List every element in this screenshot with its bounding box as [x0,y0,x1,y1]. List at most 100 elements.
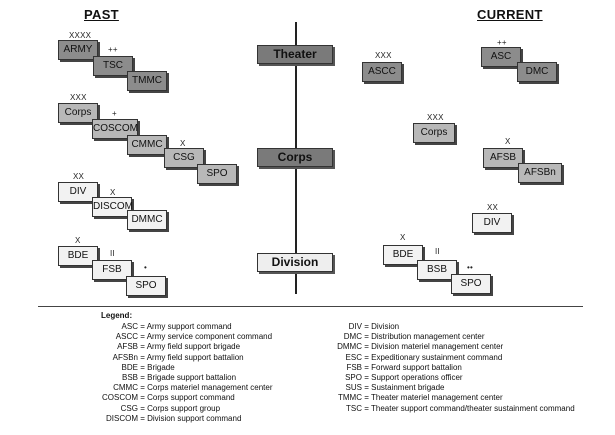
past-spo-echelon-symbol: • [144,263,148,272]
legend-entry: CMMC = Corps materiel management center [50,383,273,393]
legend-definition: Expeditionary sustainment command [371,352,503,362]
asc-echelon-symbol: ++ [497,38,507,47]
legend-abbreviation: DMMC [337,342,362,352]
legend-abbreviation: CMMC [113,383,138,393]
legend-definition: Support operations officer [371,373,463,383]
afsb-echelon-symbol: X [505,137,511,146]
csg-echelon-symbol: X [180,139,186,148]
legend-abbreviation: BDE [121,362,138,372]
legend-abbreviation: FSB [346,362,362,372]
current-div-node: DIV [472,213,512,233]
legend-equals: = [362,362,372,372]
past-corps-node: Corps [58,103,98,123]
legend-entry: CSG = Corps support group [50,404,273,414]
legend-equals: = [138,373,148,383]
legend-entry: COSCOM = Corps support command [50,393,273,403]
legend-abbreviation: SPO [345,373,362,383]
legend-abbreviation: COSCOM [102,393,138,403]
legend-abbreviation: TSC [346,403,362,413]
legend-definition: Army support command [146,322,232,331]
legend-entry: DIV = Division [310,322,575,332]
current-corps-echelon-symbol: XXX [427,113,444,122]
legend-definition: Brigade support battalion [147,373,237,383]
legend-definition: Forward support battalion [371,362,462,372]
coscom-node: COSCOM [92,119,138,139]
dmc-node: DMC [517,62,557,82]
fsb-node: FSB [92,260,132,280]
legend-abbreviation: DIV [348,322,362,331]
legend-abbreviation: DMC [343,332,362,342]
legend-definition: Army field support brigade [146,342,241,352]
legend-abbreviation: TMMC [338,393,362,403]
legend-definition: Corps materiel management center [147,383,273,393]
legend-abbreviation: CSG [120,403,138,413]
legend-equals: = [362,322,372,331]
current-spo-echelon-symbol: •• [467,263,474,272]
theater-level-label: Theater [257,45,333,64]
legend-entry: BSB = Brigade support battalion [50,373,273,383]
legend-abbreviation: SUS [345,383,362,393]
ascc-node: ASCC [362,62,402,82]
legend-definition: Army field support battalion [146,352,244,362]
legend-definition: Division [371,322,400,331]
legend-entry: SPO = Support operations officer [310,373,575,383]
legend-title: Legend: [101,311,133,320]
legend-entry: ESC = Expeditionary sustainment command [310,353,575,363]
legend-definition: Theater materiel management center [370,393,503,403]
past-brigade-spo-node: SPO [126,276,166,296]
legend-definition: Theater support command/theater sustainm… [370,403,575,413]
legend-equals: = [138,322,147,331]
dmmc-node: DMMC [127,210,167,230]
bsb-node: BSB [417,260,457,280]
afsb-node: AFSB [483,148,523,168]
legend-entry: DISCOM = Division support command [50,414,273,424]
current-bde-echelon-symbol: X [400,233,406,242]
legend-equals: = [138,362,148,372]
corps-level-label: Corps [257,148,333,167]
legend-entry: TSC = Theater support command/theater su… [310,404,575,414]
legend-equals: = [138,383,148,393]
discom-node: DISCOM [92,197,133,217]
tmmc-node: TMMC [127,71,167,91]
legend-abbreviation: AFSB [117,342,138,352]
discom-echelon-symbol: X [110,188,116,197]
legend-divider [38,306,583,307]
legend-equals: = [138,393,148,403]
legend-equals: = [362,373,372,383]
cmmc-node: CMMC [127,135,167,155]
legend-definition: Corps support command [147,393,235,403]
legend-entry: SUS = Sustainment brigade [310,383,575,393]
afsbn-node: AFSBn [518,163,562,183]
legend-abbreviation: ASC [121,322,138,331]
legend-entry: AFSB = Army field support brigade [50,342,273,352]
legend-equals: = [138,342,147,352]
current-corps-node: Corps [413,123,455,143]
bsb-echelon-symbol: II [435,247,440,256]
legend-entry: DMC = Distribution management center [310,332,575,342]
past-spo-node: SPO [197,164,237,184]
legend-equals: = [138,352,147,362]
div-echelon-symbol: XX [73,172,85,181]
current-div-echelon-symbol: XX [487,203,499,212]
legend-abbreviation: ESC [345,352,362,362]
legend-entry: FSB = Forward support battalion [310,363,575,373]
legend-equals: = [362,352,372,362]
division-level-label: Division [257,253,333,272]
coscom-echelon-symbol: + [112,109,117,118]
legend-equals: = [362,342,372,352]
legend-entry: ASC = Army support command [50,322,273,332]
past-bde-node: BDE [58,246,98,266]
legend-abbreviation: ASCC [115,332,138,342]
bde-echelon-symbol: X [75,236,81,245]
legend-entry: ASCC = Army service component command [50,332,273,342]
army-node: ARMY [58,40,98,60]
current-spo-node: SPO [451,274,491,294]
legend-definition: Division materiel management center [371,342,504,352]
fsb-echelon-symbol: II [110,249,115,258]
legend-definition: Brigade [147,362,175,372]
tsc-node: TSC [93,56,133,76]
legend-definition: Division support command [147,413,242,423]
legend-entry: TMMC = Theater materiel management cente… [310,393,575,403]
legend-abbreviation: DISCOM [106,413,138,423]
